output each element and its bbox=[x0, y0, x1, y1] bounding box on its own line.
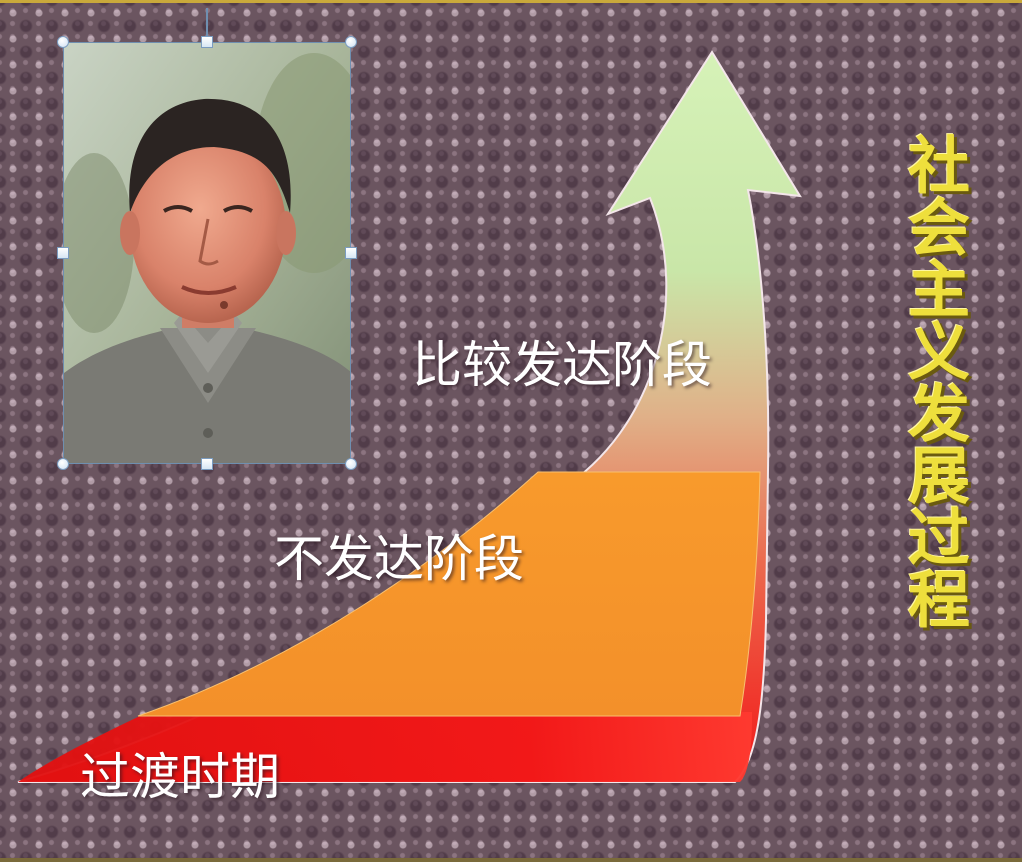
portrait-image bbox=[64, 43, 350, 463]
resize-handle-right[interactable] bbox=[345, 247, 357, 259]
resize-handle-bottom-right[interactable] bbox=[345, 458, 357, 470]
stage-label-underdeveloped: 不发达阶段 bbox=[274, 530, 524, 588]
resize-handle-bottom[interactable] bbox=[201, 458, 213, 470]
top-border bbox=[0, 0, 1022, 3]
stage-label-developed: 比较发达阶段 bbox=[412, 336, 712, 394]
stage-band-transition bbox=[18, 712, 752, 782]
slide-title-vertical: 社会主义发展过程 bbox=[897, 133, 970, 629]
resize-handle-top-left[interactable] bbox=[57, 36, 69, 48]
rotation-handle-line bbox=[206, 8, 208, 38]
stage-label-transition: 过渡时期 bbox=[80, 748, 280, 806]
bottom-border bbox=[0, 858, 1022, 862]
stage-band-underdeveloped bbox=[137, 471, 761, 717]
resize-handle-top-right[interactable] bbox=[345, 36, 357, 48]
resize-handle-bottom-left[interactable] bbox=[57, 458, 69, 470]
portrait-photo[interactable] bbox=[63, 42, 351, 464]
resize-handle-left[interactable] bbox=[57, 247, 69, 259]
resize-handle-top[interactable] bbox=[201, 36, 213, 48]
